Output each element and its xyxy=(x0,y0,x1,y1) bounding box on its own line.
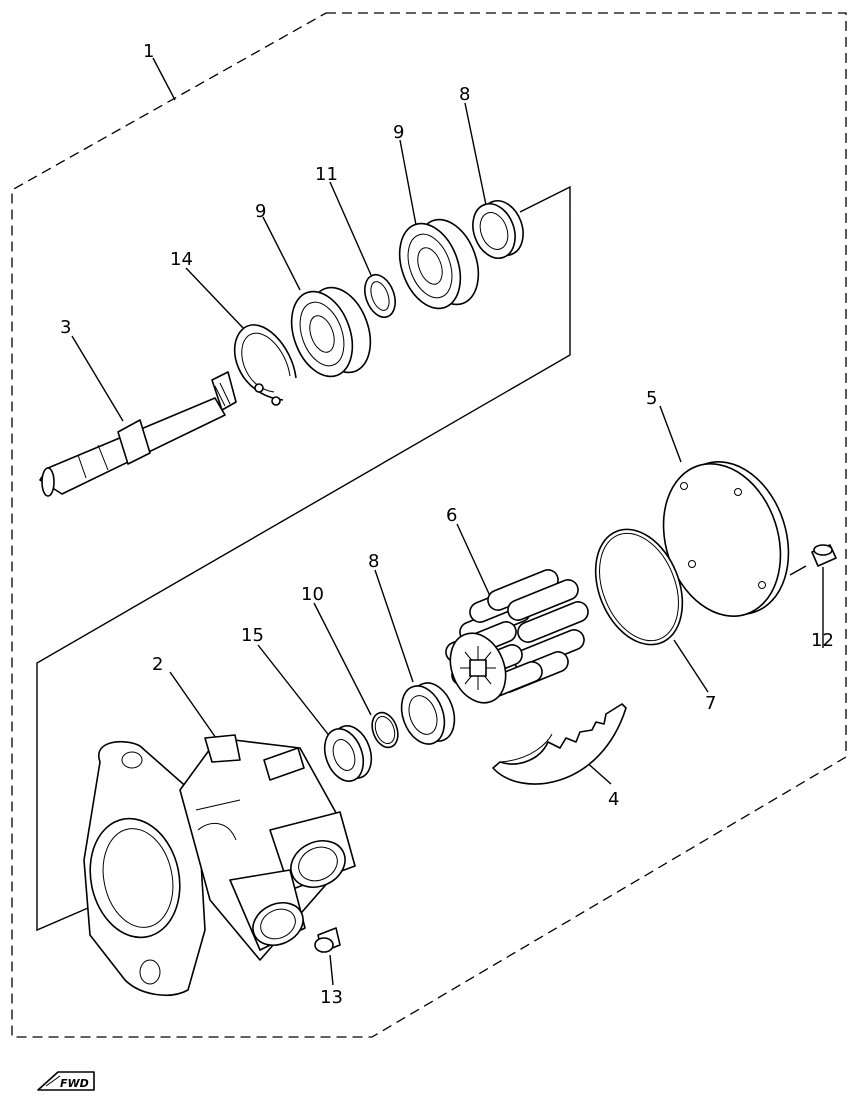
callout-13: 13 xyxy=(320,987,343,1008)
bolt-part-12 xyxy=(811,544,837,567)
callout-labels: 1 2 3 4 5 6 7 8 8 9 9 10 11 12 13 14 15 xyxy=(60,41,834,1008)
assembly-boundary xyxy=(11,12,847,1038)
cover-plate-part-5 xyxy=(662,461,790,617)
callout-3: 3 xyxy=(60,317,71,338)
callout-5: 5 xyxy=(646,388,657,409)
fwd-logo: FWD xyxy=(37,1071,95,1091)
o-ring-part-10 xyxy=(371,711,399,749)
seal-part-8-top xyxy=(472,200,524,259)
screw-part-13 xyxy=(314,927,341,953)
shaft-part-3 xyxy=(39,371,237,497)
callout-11: 11 xyxy=(315,164,338,185)
callout-9-right: 9 xyxy=(393,122,404,143)
callout-2: 2 xyxy=(152,654,163,675)
callout-15: 15 xyxy=(241,625,264,646)
fwd-logo-text: FWD xyxy=(60,1077,89,1090)
callout-10: 10 xyxy=(301,584,324,605)
callout-8-lower: 8 xyxy=(368,551,379,572)
ring-part-11 xyxy=(364,273,396,319)
callout-4: 4 xyxy=(608,789,619,810)
o-ring-part-7 xyxy=(594,528,684,646)
shaft-group-bracket xyxy=(36,185,571,932)
callout-12: 12 xyxy=(811,630,834,651)
leader-lines xyxy=(71,57,824,986)
impeller-part-6 xyxy=(445,569,589,704)
callout-14: 14 xyxy=(170,249,193,270)
callout-1: 1 xyxy=(143,41,154,62)
oil-seal-part-15 xyxy=(323,725,373,782)
bearing-part-9-left xyxy=(290,286,372,378)
callout-9-left: 9 xyxy=(255,201,266,222)
seal-part-8-lower xyxy=(400,682,456,745)
bearing-part-9-right xyxy=(398,218,480,310)
callout-7: 7 xyxy=(705,693,716,714)
callout-8-top: 8 xyxy=(459,84,470,105)
cam-part-4 xyxy=(492,703,627,785)
snap-ring-part-14 xyxy=(233,324,297,406)
pump-housing-part-2 xyxy=(83,734,356,996)
callout-6: 6 xyxy=(446,505,457,526)
